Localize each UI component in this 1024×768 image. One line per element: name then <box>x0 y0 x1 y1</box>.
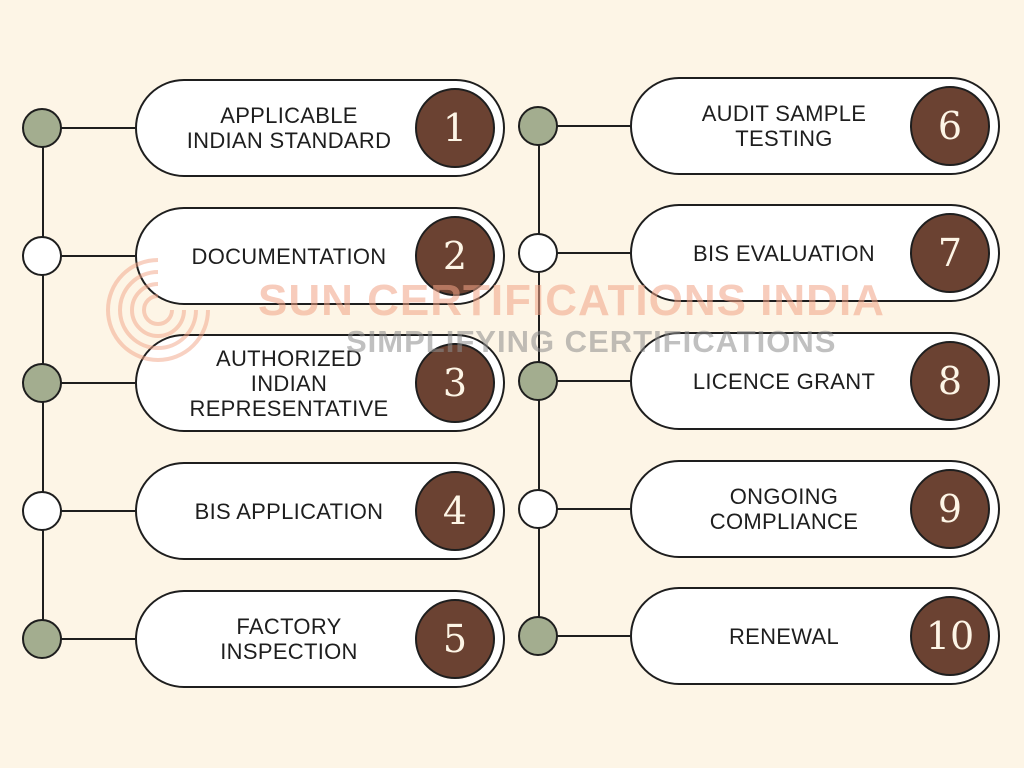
step-node-1 <box>22 108 62 148</box>
step-node-7 <box>518 233 558 273</box>
step-label: BIS APPLICATION <box>194 498 384 524</box>
step-connector-1 <box>60 127 135 129</box>
step-card-9: ONGOING COMPLIANCE 9 <box>630 460 1000 558</box>
step-node-6 <box>518 106 558 146</box>
step-connector-10 <box>556 635 630 637</box>
step-card-7: BIS EVALUATION 7 <box>630 204 1000 302</box>
step-number-badge: 6 <box>910 86 990 166</box>
step-number-badge: 10 <box>910 596 990 676</box>
step-connector-7 <box>556 252 630 254</box>
step-number-badge: 7 <box>910 213 990 293</box>
step-connector-9 <box>556 508 630 510</box>
step-number-badge: 1 <box>415 88 495 168</box>
step-card-2: DOCUMENTATION 2 <box>135 207 505 305</box>
step-number-badge: 3 <box>415 343 495 423</box>
step-number-badge: 4 <box>415 471 495 551</box>
step-number-badge: 5 <box>415 599 495 679</box>
step-connector-8 <box>556 380 630 382</box>
step-node-5 <box>22 619 62 659</box>
step-label: LICENCE GRANT <box>692 368 876 394</box>
step-number-badge: 2 <box>415 216 495 296</box>
step-label: RENEWAL <box>728 623 840 649</box>
step-number-badge: 8 <box>910 341 990 421</box>
step-card-6: AUDIT SAMPLE TESTING 6 <box>630 77 1000 175</box>
step-node-9 <box>518 489 558 529</box>
step-card-1: APPLICABLE INDIAN STANDARD 1 <box>135 79 505 177</box>
step-label: DOCUMENTATION <box>191 243 387 269</box>
step-node-10 <box>518 616 558 656</box>
step-card-8: LICENCE GRANT 8 <box>630 332 1000 430</box>
step-label: FACTORY INSPECTION <box>220 614 358 664</box>
step-label: ONGOING COMPLIANCE <box>709 484 859 534</box>
step-label: AUDIT SAMPLE TESTING <box>701 101 867 151</box>
step-connector-2 <box>60 255 135 257</box>
step-node-4 <box>22 491 62 531</box>
step-connector-4 <box>60 510 135 512</box>
step-card-4: BIS APPLICATION 4 <box>135 462 505 560</box>
step-connector-6 <box>556 125 630 127</box>
step-label: APPLICABLE INDIAN STANDARD <box>186 103 392 153</box>
step-card-10: RENEWAL 10 <box>630 587 1000 685</box>
step-card-3: AUTHORIZED INDIAN REPRESENTATIVE 3 <box>135 334 505 432</box>
step-card-5: FACTORY INSPECTION 5 <box>135 590 505 688</box>
step-node-8 <box>518 361 558 401</box>
step-node-2 <box>22 236 62 276</box>
step-node-3 <box>22 363 62 403</box>
step-connector-3 <box>60 382 135 384</box>
step-connector-5 <box>60 638 135 640</box>
step-number-badge: 9 <box>910 469 990 549</box>
step-label: AUTHORIZED INDIAN REPRESENTATIVE <box>189 345 389 421</box>
step-label: BIS EVALUATION <box>693 240 875 266</box>
